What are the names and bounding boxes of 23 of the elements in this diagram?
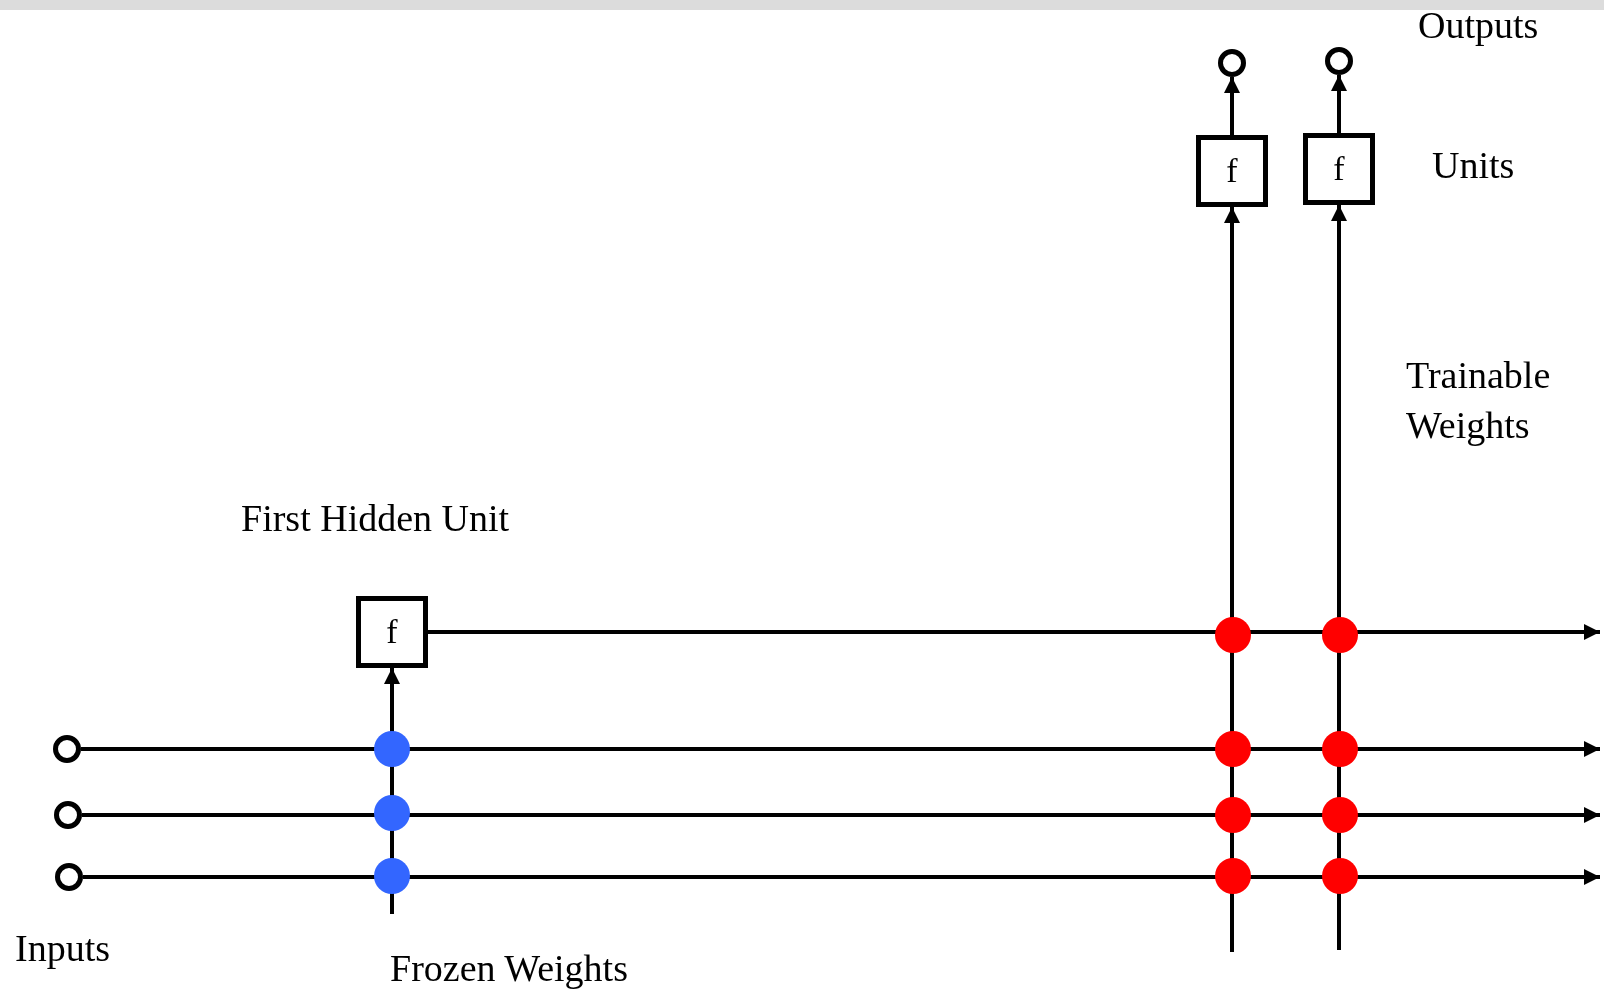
arrow <box>82 807 1600 823</box>
annotation-label: Frozen Weights <box>390 946 629 990</box>
unit-box <box>1303 133 1375 205</box>
terminal-circle <box>1218 49 1246 77</box>
annotation-label: Trainable Weights <box>1406 353 1552 448</box>
annotation-label: Inputs <box>15 926 111 971</box>
arrow <box>428 624 1600 640</box>
arrow <box>83 869 1600 885</box>
arrow <box>81 741 1600 757</box>
function-label: f <box>1226 151 1238 191</box>
function-label: f <box>1333 149 1345 189</box>
annotation-label: Units <box>1432 143 1516 188</box>
annotation-label: First Hidden Unit <box>241 496 511 541</box>
arrow <box>1224 77 1240 135</box>
terminal-circle <box>54 801 82 829</box>
annotation-label: Outputs <box>1418 3 1540 48</box>
function-label: f <box>386 612 398 652</box>
arrow <box>1331 75 1347 133</box>
terminal-circle <box>55 863 83 891</box>
terminal-circle <box>1325 47 1353 75</box>
unit-box <box>356 596 428 668</box>
terminal-circle <box>53 735 81 763</box>
unit-box <box>1196 135 1268 207</box>
